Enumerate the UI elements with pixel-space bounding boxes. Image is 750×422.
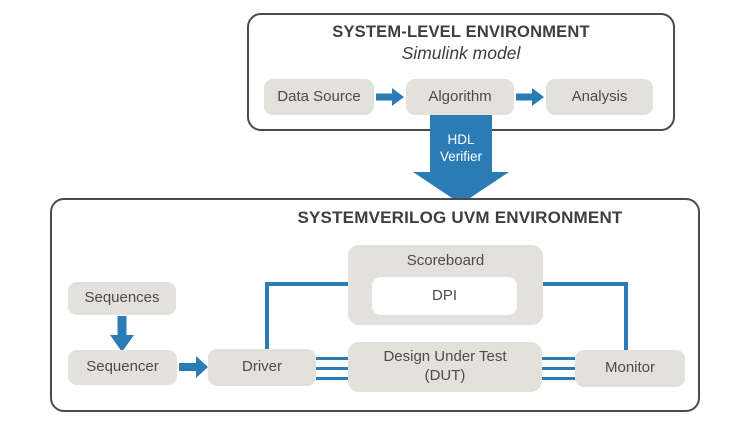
node-monitor-label: Monitor xyxy=(604,359,656,377)
bus-dut-monitor-line-2 xyxy=(542,367,575,370)
connector-driver-to-scoreboard-vertical xyxy=(265,282,269,349)
node-analysis-label: Analysis xyxy=(571,87,628,105)
node-sequences: Sequences xyxy=(68,282,176,315)
node-sequencer: Sequencer xyxy=(68,350,177,385)
node-analysis: Analysis xyxy=(546,79,653,115)
bus-driver-dut-line-2 xyxy=(316,367,348,370)
node-data-source: Data Source xyxy=(264,79,374,115)
bus-driver-dut-line-1 xyxy=(316,357,348,360)
node-algorithm-label: Algorithm xyxy=(428,87,492,105)
node-dut-label-line2: (DUT) xyxy=(424,367,466,384)
connector-driver-to-scoreboard-horizontal xyxy=(265,282,348,286)
bus-dut-monitor-line-3 xyxy=(542,377,575,380)
node-sequencer-label: Sequencer xyxy=(86,358,159,376)
connector-scoreboard-to-monitor-horizontal xyxy=(543,282,628,286)
node-data-source-label: Data Source xyxy=(277,87,361,105)
node-dut: Design Under Test (DUT) xyxy=(348,342,542,392)
node-dut-label-line1: Design Under Test xyxy=(383,348,507,366)
node-sequences-label: Sequences xyxy=(84,289,160,307)
node-driver: Driver xyxy=(208,349,316,386)
bus-dut-monitor-line-1 xyxy=(542,357,575,360)
hdl-verifier-label-line1: HDL xyxy=(447,132,475,147)
node-algorithm: Algorithm xyxy=(406,79,514,115)
system-env-title: SYSTEM-LEVEL ENVIRONMENT xyxy=(332,23,590,41)
node-dpi-label: DPI xyxy=(431,286,457,304)
uvm-env-title: SYSTEMVERILOG UVM ENVIRONMENT xyxy=(297,208,623,227)
bus-driver-dut-line-3 xyxy=(316,377,348,380)
simulink-model-subtitle: Simulink model xyxy=(401,43,521,63)
node-monitor: Monitor xyxy=(575,350,685,387)
hdl-verifier-label-line2: Verifier xyxy=(439,149,483,164)
connector-scoreboard-to-monitor-vertical xyxy=(624,282,628,350)
node-driver-label: Driver xyxy=(242,358,282,376)
node-dpi: DPI xyxy=(372,277,517,315)
node-scoreboard-label: Scoreboard xyxy=(406,252,485,269)
